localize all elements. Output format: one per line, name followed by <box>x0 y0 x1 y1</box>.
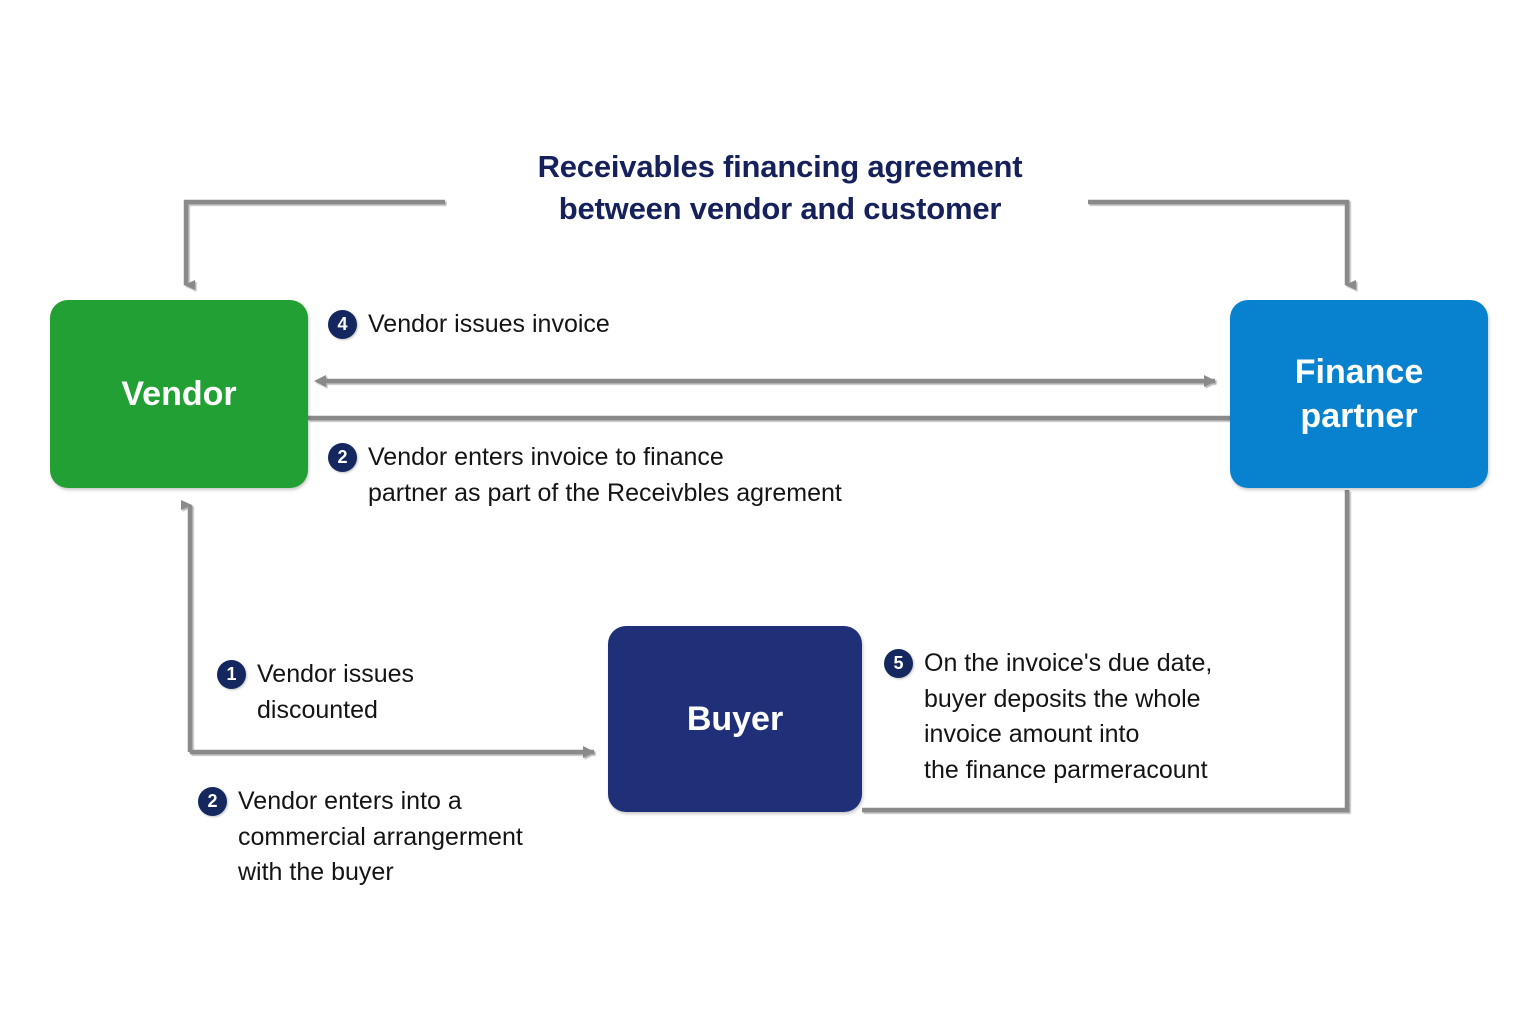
step-badge-2-invoice-entry: 2 <box>328 443 357 472</box>
diagram-title-line-1: Receivables financing agreement <box>537 149 1023 184</box>
node-vendor[interactable]: Vendor <box>50 300 308 488</box>
connector-buyer-to-finance-partner <box>862 490 1350 813</box>
step-annotation-5: 5 On the invoice's due date, buyer depos… <box>884 646 1212 788</box>
connector-agreement-to-vendor <box>183 199 445 290</box>
step-badge-2-commercial-arrangement: 2 <box>198 787 227 816</box>
node-finance-partner-label: Finance partner <box>1294 352 1424 435</box>
step-badge-4: 4 <box>328 310 357 339</box>
step-annotation-1: 1 Vendor issues discounted <box>217 657 414 728</box>
connector-agreement-to-finance-partner <box>1088 199 1356 290</box>
node-vendor-label: Vendor <box>121 374 237 413</box>
step-text-1: Vendor issues discounted <box>257 660 415 724</box>
step-annotation-2-commercial-arrangement: 2 Vendor enters into a commercial arrang… <box>198 784 523 891</box>
step-annotation-2-invoice-entry: 2 Vendor enters invoice to finance partn… <box>328 440 842 511</box>
diagram-title-line-2: between vendor and customer <box>558 191 1002 227</box>
step-text-2-invoice-entry: Vendor enters invoice to finance partner… <box>368 443 842 507</box>
step-text-5: On the invoice's due date, buyer deposit… <box>924 649 1213 784</box>
step-text-4: Vendor issues invoice <box>368 310 610 338</box>
step-badge-5: 5 <box>884 649 913 678</box>
step-annotation-4: 4 Vendor issues invoice <box>328 307 610 343</box>
node-finance-partner[interactable]: Finance partner <box>1230 300 1488 488</box>
step-badge-1: 1 <box>217 660 246 689</box>
step-text-2-commercial-arrangement: Vendor enters into a commercial arranger… <box>238 787 523 886</box>
node-buyer[interactable]: Buyer <box>608 626 862 812</box>
node-buyer-label: Buyer <box>686 699 784 738</box>
diagram-title: Receivables financing agreement between … <box>418 146 1142 231</box>
